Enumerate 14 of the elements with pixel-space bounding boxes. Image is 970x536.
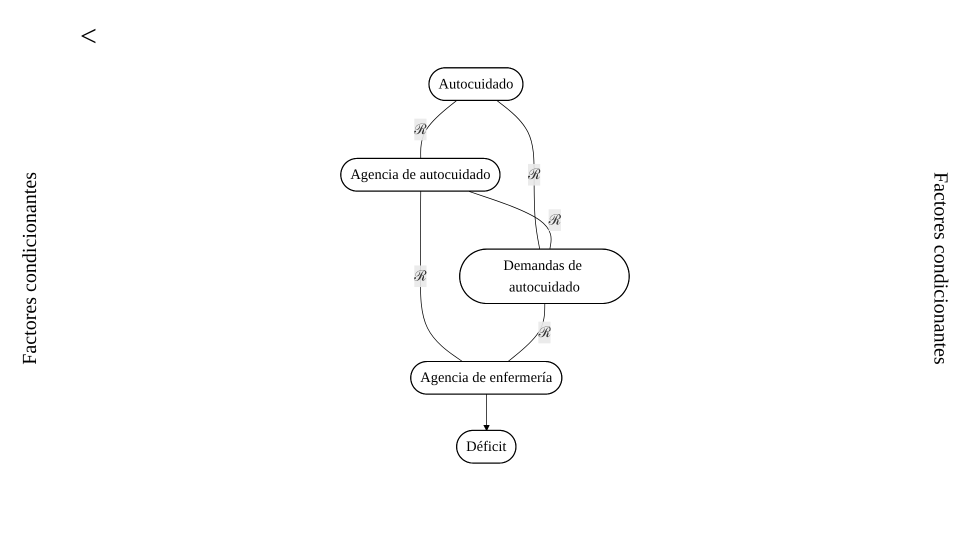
side-label: Factores condicionantes [18, 172, 42, 364]
edge-label: ℛ [414, 122, 427, 138]
connector [507, 304, 546, 362]
side-label: Factores condicionantes [928, 172, 952, 364]
connector [420, 100, 457, 160]
arrow [483, 394, 490, 432]
connector [420, 191, 464, 362]
edge-label: ℛ [538, 324, 551, 341]
connector [496, 100, 540, 250]
edge-label: ℛ [548, 212, 561, 228]
edge-label: ℛ [528, 166, 540, 183]
edge-label: ℛ [414, 268, 427, 284]
relation-symbol: < [80, 20, 97, 54]
connector [468, 191, 552, 250]
